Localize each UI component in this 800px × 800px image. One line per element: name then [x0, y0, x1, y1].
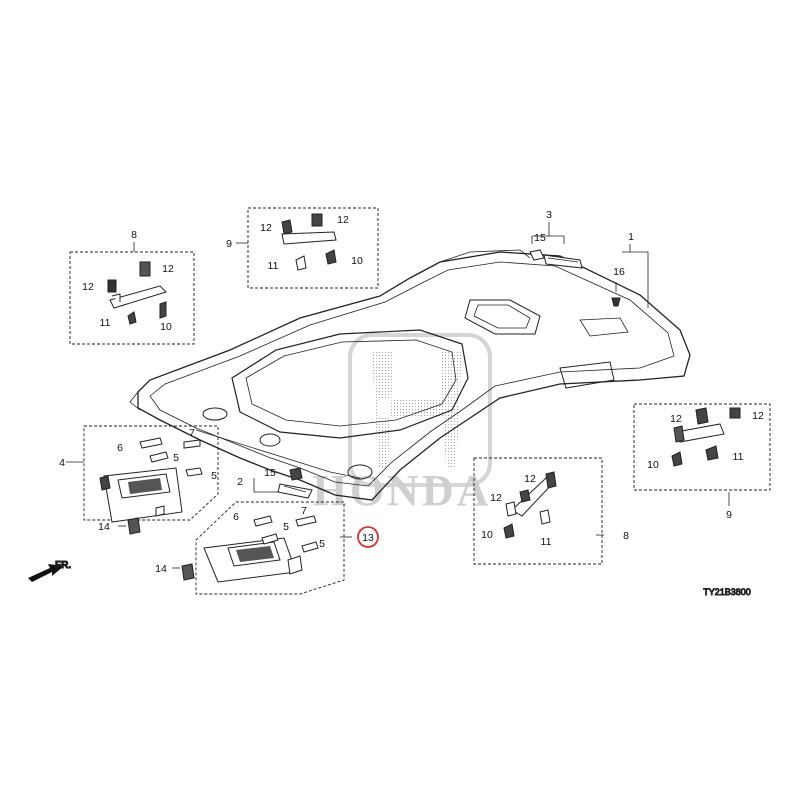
callout-11c: 11 [733, 451, 744, 463]
group-box-8-top [69, 251, 195, 345]
callout-12e: 12 [670, 413, 682, 425]
callout-3: 3 [546, 209, 552, 221]
callout-1: 1 [628, 231, 634, 243]
headliner-panel [129, 249, 691, 501]
callout-12g: 12 [524, 473, 536, 485]
callout-9b: 9 [726, 509, 732, 521]
callout-10b: 10 [351, 255, 363, 267]
group-box-9-top [247, 207, 379, 289]
callout-12d: 12 [337, 214, 349, 226]
group-box-13-visor [181, 501, 345, 595]
callout-7a: 7 [189, 427, 195, 439]
callout-11b: 11 [268, 260, 279, 272]
callout-2: 2 [237, 476, 243, 488]
callout-10c: 10 [647, 459, 659, 471]
callout-12c: 12 [260, 222, 272, 234]
callout-5b: 5 [211, 470, 217, 482]
callout-14a: 14 [98, 521, 110, 533]
callout-12a: 12 [82, 281, 94, 293]
callout-5d: 5 [319, 538, 325, 550]
part-3-bracket [529, 249, 621, 307]
callout-5c: 5 [283, 521, 289, 533]
callout-labels: 1 2 3 4 5 5 5 5 6 6 7 7 8 8 9 9 10 10 10… [59, 209, 764, 575]
callout-13: 13 [362, 532, 374, 544]
group-box-4-visor [83, 425, 219, 535]
watermark-text: HONDA [313, 466, 492, 515]
callout-6a: 6 [117, 442, 123, 454]
part-2-bracket [277, 467, 313, 499]
callout-12b: 12 [162, 263, 174, 275]
callout-8a: 8 [131, 229, 137, 241]
callout-15b: 15 [264, 467, 276, 479]
group-box-8-right [473, 457, 603, 565]
callout-11a: 11 [100, 317, 111, 329]
front-indicator-label: FR. [55, 560, 71, 571]
callout-15a: 15 [534, 232, 546, 244]
front-arrow-icon [28, 564, 64, 582]
callout-8b: 8 [623, 530, 629, 542]
callout-4: 4 [59, 457, 65, 469]
callout-12f: 12 [752, 410, 764, 422]
callout-14b: 14 [155, 563, 167, 575]
diagram-code: TY21B3800 [703, 587, 751, 597]
group-box-9-right [633, 403, 771, 491]
callout-16: 16 [613, 266, 625, 278]
highlight-ring-13 [357, 526, 379, 548]
callout-5a: 5 [173, 452, 179, 464]
callout-7b: 7 [301, 505, 307, 517]
callout-10d: 10 [481, 529, 493, 541]
callout-9a: 9 [226, 238, 232, 250]
callout-6b: 6 [233, 511, 239, 523]
callout-11d: 11 [541, 536, 552, 548]
callout-10a: 10 [160, 321, 172, 333]
leader-lines [66, 222, 730, 569]
callout-12h: 12 [490, 492, 502, 504]
